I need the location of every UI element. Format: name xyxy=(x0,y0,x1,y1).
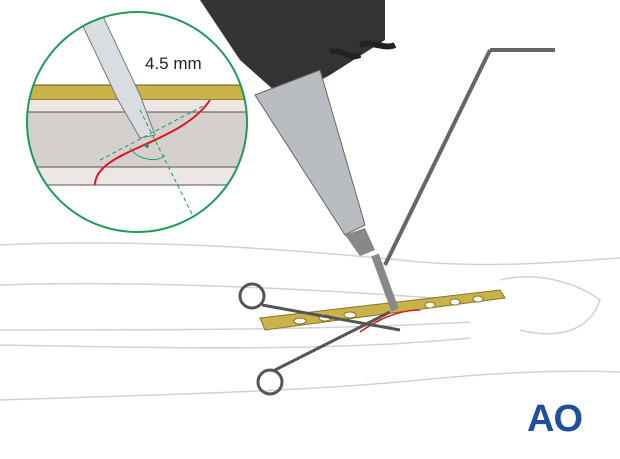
forearm xyxy=(0,242,620,401)
measurement-label: 4.5 mm xyxy=(145,54,202,73)
reduction-forceps xyxy=(238,282,401,396)
bone-plate xyxy=(259,289,506,331)
magnified-inset xyxy=(26,11,248,233)
power-drill xyxy=(200,0,397,256)
drill-guide xyxy=(371,48,555,312)
inset-border xyxy=(26,11,248,233)
fracture-line xyxy=(359,309,421,333)
ao-logo: AO xyxy=(527,398,583,440)
